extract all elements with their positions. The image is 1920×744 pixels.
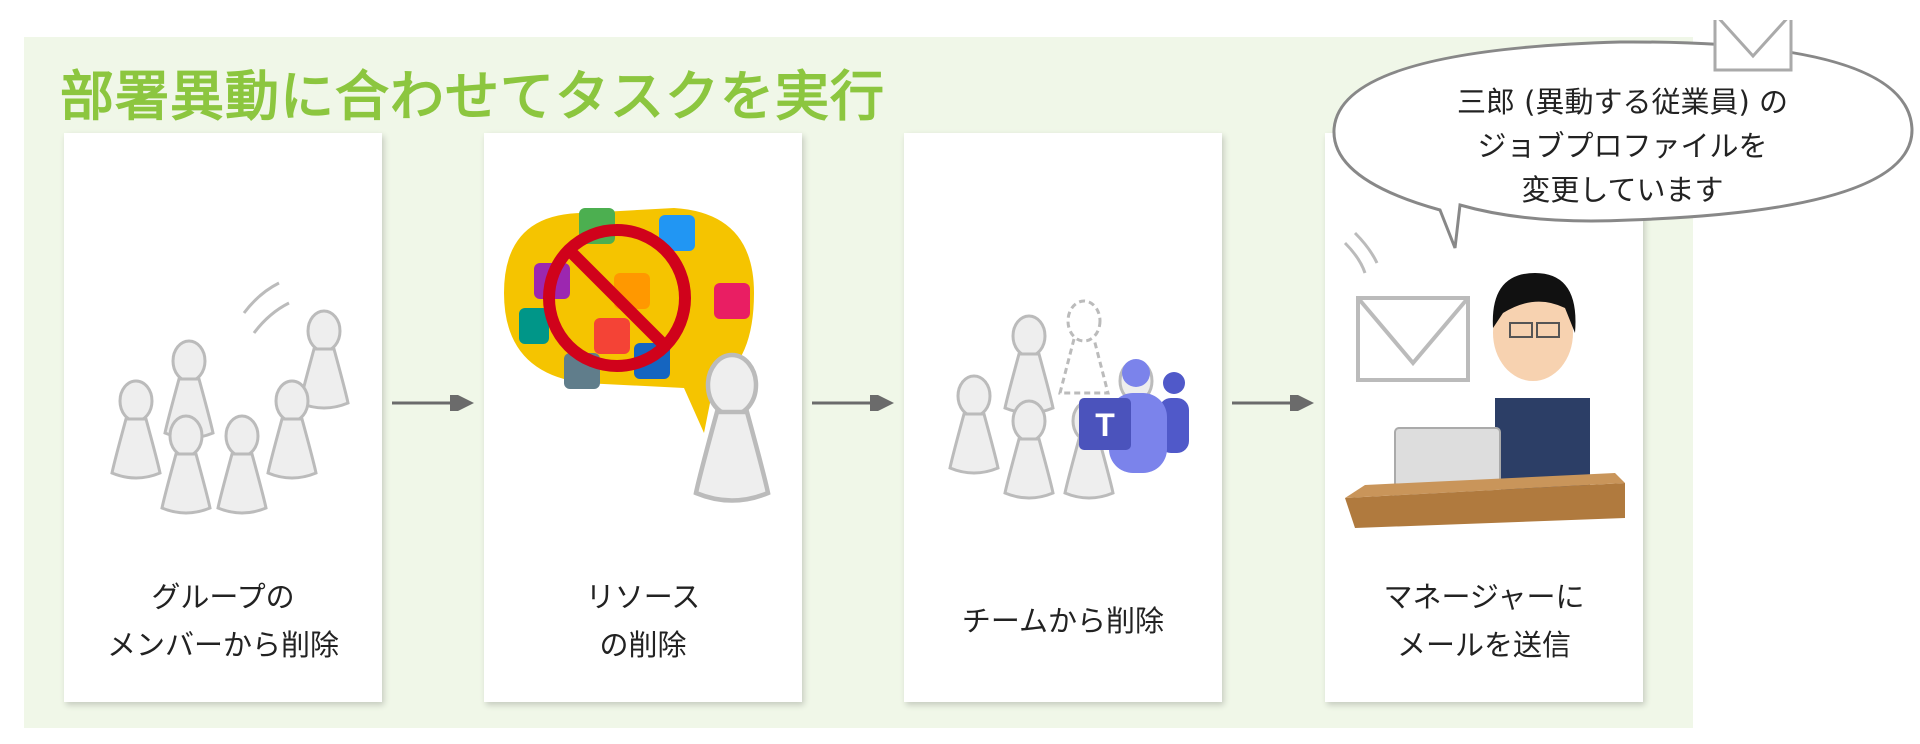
step-label-line2: メールを送信: [1396, 628, 1571, 662]
step-label-line2: の削除: [599, 628, 687, 662]
step-card-remove-resources: リソース の削除: [484, 133, 802, 702]
teams-icon: T: [948, 299, 1189, 500]
step-label-line1: チームから削除: [961, 604, 1165, 638]
bubble-line2: ジョブプロファイルを: [1477, 129, 1768, 163]
step-label-line2: メンバーから削除: [106, 628, 339, 662]
arrow-icon: [392, 395, 474, 411]
step-label-line1: マネージャーに: [1383, 580, 1585, 614]
step-card-remove-group-members: グループの メンバーから削除: [64, 133, 382, 702]
step-card-remove-from-team: T チームから削除: [904, 133, 1222, 702]
manager-email-icon: [1343, 231, 1625, 528]
diagram-title: 部署異動に合わせてタスクを実行: [60, 65, 885, 128]
no-apps-icon: [504, 208, 802, 563]
step-label-line1: グループの: [151, 580, 295, 614]
arrow-icon: [812, 395, 894, 411]
bubble-line1: 三郎 (異動する従業員) の: [1456, 85, 1789, 119]
step-card-email-manager: マネージャーに メールを送信: [1325, 133, 1643, 702]
bubble-line3: 変更しています: [1521, 173, 1724, 207]
step-label-line1: リソース: [585, 580, 701, 614]
svg-text:T: T: [1095, 407, 1115, 443]
speech-bubble: [1332, 20, 1914, 249]
arrow-icon: [1232, 395, 1314, 411]
speech-bubble-text: 三郎 (異動する従業員) の ジョブプロファイルを 変更しています: [1340, 80, 1905, 212]
group-people-icon: [110, 281, 350, 515]
envelope-icon: [1713, 20, 1793, 72]
